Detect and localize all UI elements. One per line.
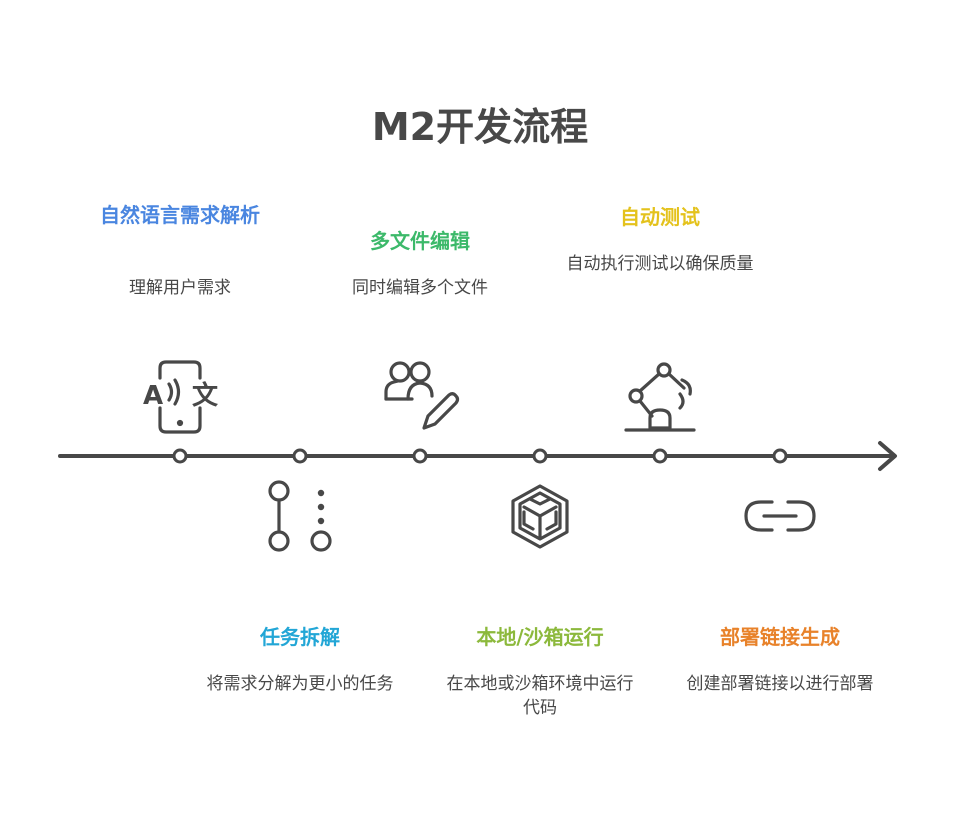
step-5-title: 自动测试: [620, 205, 700, 229]
step-1-desc: 理解用户需求: [129, 278, 231, 298]
timeline-node-4: [532, 448, 548, 464]
link-icon: [744, 500, 816, 532]
step-5-desc: 自动执行测试以确保质量: [566, 254, 754, 274]
step-3-desc: 同时编辑多个文件: [352, 278, 488, 298]
step-2-title: 任务拆解: [260, 625, 340, 649]
page-title: M2开发流程: [371, 105, 589, 149]
timeline-node-6: [772, 448, 788, 464]
step-1-title: 自然语言需求解析: [100, 203, 260, 227]
task-graph-icon: [268, 480, 332, 552]
timeline-node-1: [172, 448, 188, 464]
svg-text:文: 文: [192, 380, 219, 411]
translate-phone-icon: A 文: [143, 360, 219, 434]
step-6-desc: 创建部署链接以进行部署: [686, 674, 874, 694]
robot-arm-icon: [624, 362, 696, 432]
timeline-arrow-head: [878, 441, 897, 471]
step-4-title: 本地/沙箱运行: [476, 625, 604, 649]
svg-text:A: A: [143, 381, 163, 411]
timeline-node-2: [292, 448, 308, 464]
users-edit-icon: [384, 361, 460, 430]
sandbox-cube-icon: [511, 484, 569, 549]
step-6-title: 部署链接生成: [720, 625, 840, 649]
timeline-node-5: [652, 448, 668, 464]
step-3-title: 多文件编辑: [370, 229, 470, 253]
timeline-node-3: [412, 448, 428, 464]
step-2-desc: 将需求分解为更小的任务: [206, 674, 394, 694]
step-4-desc: 在本地或沙箱环境中运行代码: [446, 674, 634, 718]
